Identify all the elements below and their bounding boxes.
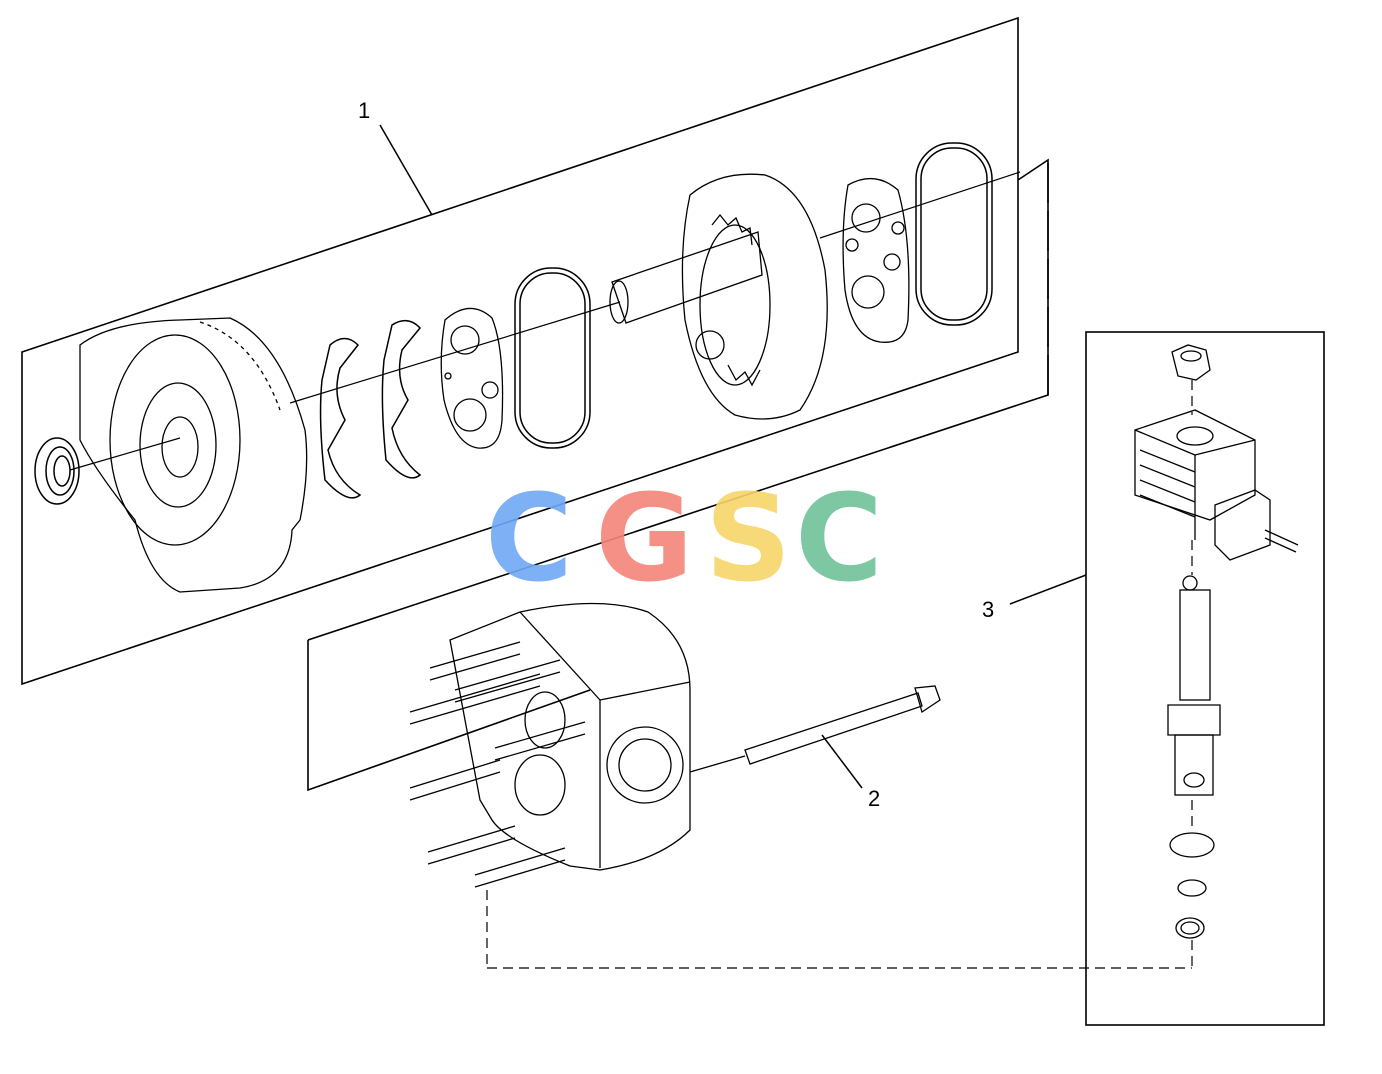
- solenoid-coil: [1134, 409, 1299, 561]
- gear-housing: [681, 173, 828, 420]
- callout-1: 1: [358, 98, 370, 123]
- callout-2: 2: [868, 786, 880, 811]
- wear-plate: [440, 307, 504, 449]
- group-2-frame: [307, 640, 591, 792]
- watermark-letter-4: C: [795, 470, 883, 609]
- valve-cartridge: [1167, 575, 1221, 796]
- watermark-letter-2: G: [595, 470, 694, 609]
- valve-o-rings: [1169, 832, 1215, 939]
- lock-nut: [1171, 344, 1211, 381]
- pump-body: [449, 602, 691, 871]
- leader-3: [1009, 574, 1087, 605]
- cap-screw: [689, 685, 941, 773]
- group-3-frame: [1085, 331, 1325, 1026]
- leader-1: [379, 124, 433, 216]
- watermark-letter-1: C: [485, 470, 573, 609]
- rear-plate: [842, 178, 910, 343]
- body-o-ring: [514, 267, 591, 449]
- front-cover: [79, 317, 308, 593]
- leader-2: [821, 734, 863, 789]
- rear-o-ring: [915, 142, 993, 326]
- group-1-frame: [21, 16, 1019, 686]
- group-1-axis: [69, 171, 1021, 471]
- group-1-rear-frame: [307, 158, 1049, 641]
- body-studs: [409, 641, 586, 888]
- watermark-letter-3: S: [705, 470, 791, 609]
- shaft-seal: [34, 437, 80, 505]
- backup-seal-1: [319, 337, 362, 499]
- callout-3: 3: [982, 597, 994, 622]
- backup-seal-2: [381, 319, 422, 479]
- group-3-axis: [486, 380, 1193, 969]
- drive-shaft: [609, 231, 763, 324]
- cgsc-watermark: C G S C: [485, 470, 883, 609]
